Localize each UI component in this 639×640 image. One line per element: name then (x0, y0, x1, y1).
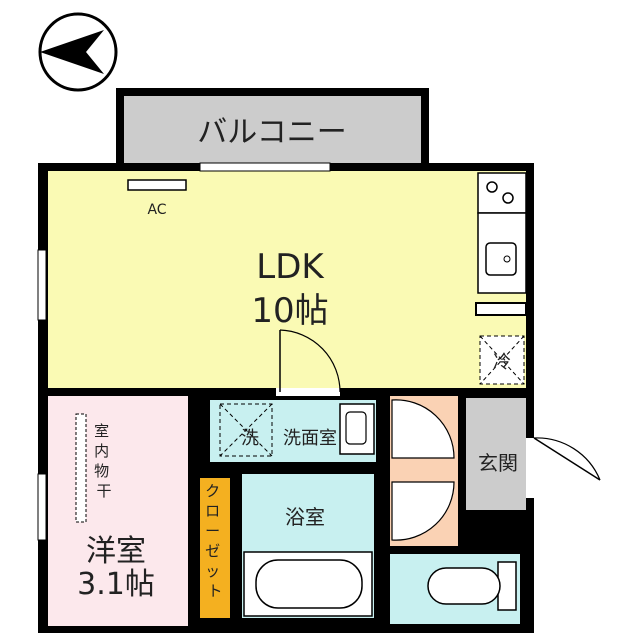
door-swing-icon (533, 437, 601, 481)
door-swing-icon (279, 329, 341, 393)
toilet-icon (427, 561, 517, 611)
hallway (382, 396, 458, 626)
balcony: バルコニー (116, 88, 429, 166)
bath-label: 浴室 (285, 505, 325, 529)
washbasin-icon (339, 403, 375, 455)
door-swing-icon (391, 399, 455, 541)
western-room-size: 3.1帖 (77, 567, 155, 602)
balcony-label: バルコニー (197, 115, 346, 150)
closet-label: ク ロ ー ゼ ッ ト (205, 482, 225, 600)
indoor-drying-label: 室 内 物 干 (94, 422, 114, 500)
genkan: 玄関 (458, 396, 601, 546)
ldk-label: LDK (256, 247, 325, 287)
washer-label: 洗 (241, 428, 259, 449)
fridge-space: 冷 (479, 335, 525, 385)
kitchen (475, 172, 527, 316)
washroom-label: 洗面室 (283, 428, 337, 449)
ac-label: AC (147, 202, 166, 218)
genkan-label: 玄関 (478, 451, 518, 475)
bathtub-icon (243, 551, 373, 617)
sink-icon (485, 242, 517, 276)
washroom: 洗 洗面室 (196, 396, 382, 466)
stove-icon (486, 181, 514, 204)
window (199, 162, 331, 172)
washer-space: 洗 (219, 403, 273, 457)
ldk-size-label: 10帖 (251, 291, 328, 331)
ac-unit: AC (127, 179, 187, 218)
ldk-room: LDK 10帖 (48, 171, 526, 390)
fridge-label: 冷 (493, 352, 511, 373)
closet: ク ロ ー ゼ ッ ト (196, 474, 234, 626)
western-room-label: 洋室 (86, 534, 146, 569)
bathroom: 浴室 (234, 466, 382, 626)
toilet-room (390, 546, 526, 624)
compass-icon (38, 12, 118, 92)
western-room: 室 内 物 干 洋室 3.1帖 (48, 396, 188, 626)
